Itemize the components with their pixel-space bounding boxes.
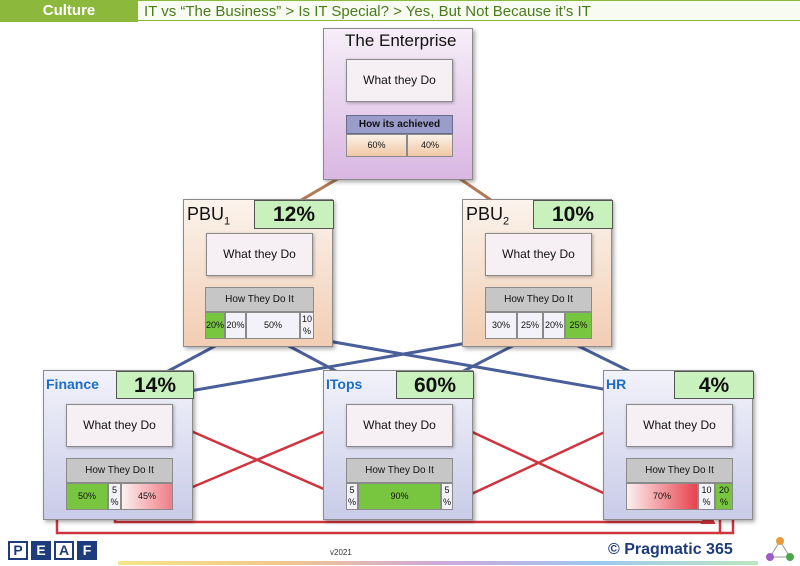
- pbu2-split-1: 30%: [485, 312, 517, 339]
- link-hr-itops: [452, 422, 613, 499]
- itops-percentage: 60%: [396, 371, 474, 399]
- finance-split-2: 5 %: [108, 483, 121, 510]
- pbu2-percentage: 10%: [533, 200, 613, 229]
- pbu2-title: PBU2: [466, 204, 510, 228]
- finance-box: Finance 14% What they Do How They Do It …: [43, 370, 194, 520]
- finance-percentage: 14%: [116, 371, 194, 399]
- finance-what: What they Do: [66, 404, 173, 447]
- pbu1-split-3: 50%: [246, 312, 300, 339]
- version-label: v2021: [330, 548, 352, 557]
- itops-title: ITops: [326, 376, 363, 392]
- logo-letter-a: A: [54, 541, 74, 560]
- finance-title: Finance: [46, 376, 99, 392]
- hr-what: What they Do: [626, 404, 733, 447]
- pbu2-box: PBU2 10% What they Do How They Do It 30%…: [462, 199, 613, 347]
- section-tag: Culture: [0, 0, 138, 22]
- pbu1-box: PBU1 12% What they Do How They Do It 20%…: [183, 199, 334, 347]
- pbu1-split-2: 20%: [225, 312, 246, 339]
- peaf-logo: P E A F: [8, 541, 97, 560]
- link-itops-finance: [172, 421, 343, 499]
- enterprise-split-2: 40%: [407, 134, 453, 157]
- pbu1-how: How They Do It: [205, 287, 314, 312]
- logo-letter-p: P: [8, 541, 28, 560]
- footer-divider: [118, 561, 758, 565]
- hr-box: HR 4% What they Do How They Do It 70% 10…: [603, 370, 754, 520]
- hr-split-1: 70%: [626, 483, 698, 510]
- logo-letter-e: E: [31, 541, 51, 560]
- pbu1-percentage: 12%: [254, 200, 334, 229]
- pbu1-what: What they Do: [206, 233, 313, 276]
- pbu1-split-1: 20%: [205, 312, 225, 339]
- enterprise-split-1: 60%: [346, 134, 407, 157]
- finance-split-1: 50%: [66, 483, 108, 510]
- enterprise-what: What they Do: [346, 59, 453, 102]
- hr-split-3: 20 %: [715, 483, 733, 510]
- hr-title: HR: [606, 376, 627, 392]
- pbu2-how: How They Do It: [485, 287, 592, 312]
- itops-split-1: 5 %: [346, 483, 358, 510]
- itops-how: How They Do It: [346, 458, 453, 483]
- finance-split-3: 45%: [121, 483, 173, 510]
- pbu2-split-3: 20%: [543, 312, 565, 339]
- hr-percentage: 4%: [674, 371, 754, 399]
- pbu1-title: PBU1: [187, 204, 231, 228]
- molecule-icon: [766, 537, 794, 561]
- enterprise-how: How its achieved: [346, 115, 453, 134]
- pbu2-split-2: 25%: [517, 312, 543, 339]
- link-itops-hr: [464, 422, 625, 499]
- enterprise-box: The Enterprise What they Do How its achi…: [323, 28, 473, 180]
- itops-split-2: 90%: [358, 483, 441, 510]
- itops-split-3: 5 %: [441, 483, 453, 510]
- itops-box: ITops 60% What they Do How They Do It 5 …: [323, 370, 474, 520]
- pbu2-split-4: 25%: [565, 312, 592, 339]
- hr-split-2: 10 %: [698, 483, 715, 510]
- brand-label: © Pragmatic 365: [608, 541, 733, 558]
- pbu2-what: What they Do: [485, 233, 592, 276]
- pbu1-split-4: 10 %: [300, 312, 314, 339]
- itops-what: What they Do: [346, 404, 453, 447]
- breadcrumb: IT vs “The Business” > Is IT Special? > …: [138, 0, 800, 21]
- enterprise-title: The Enterprise: [345, 31, 457, 50]
- finance-how: How They Do It: [66, 458, 173, 483]
- hr-how: How They Do It: [626, 458, 733, 483]
- logo-letter-f: F: [77, 541, 97, 560]
